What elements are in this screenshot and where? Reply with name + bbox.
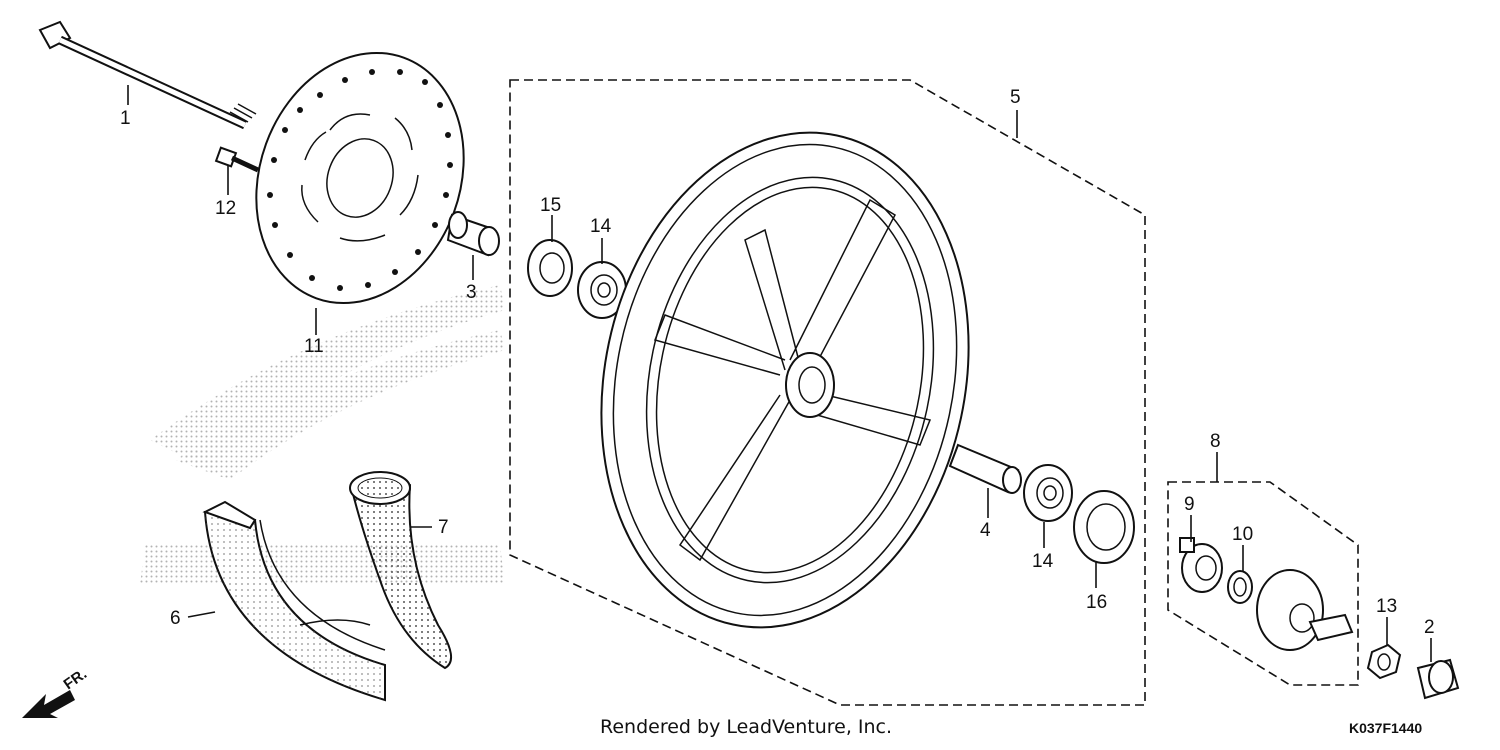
gearbox-assembly-frame [1167, 481, 1359, 686]
retainer-part-9 [1179, 537, 1223, 593]
seal-part-15 [527, 239, 573, 297]
nut-part-13 [1366, 643, 1402, 680]
callout-15: 15 [540, 195, 561, 216]
diagram-code: K037F1440 [1349, 720, 1422, 736]
seal-part-16 [1073, 490, 1135, 564]
callout-7: 7 [438, 517, 449, 538]
front-direction-label: FR. [61, 665, 91, 693]
callout-12: 12 [215, 198, 236, 219]
render-credit: Rendered by LeadVenture, Inc. [600, 716, 892, 738]
callout-10: 10 [1232, 524, 1253, 545]
washer-part-10 [1227, 570, 1253, 604]
callout-14-lower: 14 [1032, 551, 1054, 572]
collar-part-3 [446, 211, 500, 257]
wheel-part-5 [600, 131, 970, 629]
callout-5: 5 [1010, 87, 1021, 108]
callout-16: 16 [1086, 592, 1107, 613]
brake-disc-part-11 [255, 51, 465, 305]
leader-lines [127, 85, 1432, 662]
callout-8: 8 [1210, 431, 1221, 452]
tube-part-7 [349, 471, 453, 670]
bolt-part-12 [214, 146, 260, 173]
gearbox-body [1256, 569, 1354, 651]
tire-part-6 [202, 500, 386, 702]
callout-13: 13 [1376, 596, 1397, 617]
watermark-logo [140, 285, 505, 585]
wheel-assembly-frame [509, 79, 1146, 706]
front-direction-arrow: FR. [22, 665, 90, 718]
cap-part-2 [1416, 658, 1460, 700]
callout-4: 4 [980, 520, 991, 541]
callout-14-upper: 14 [590, 216, 612, 237]
callout-2: 2 [1424, 617, 1435, 638]
callout-3: 3 [466, 282, 477, 303]
axle-part-1 [38, 20, 257, 130]
callout-1: 1 [120, 108, 131, 129]
callout-9: 9 [1184, 494, 1195, 515]
callout-11: 11 [304, 336, 324, 357]
callout-labels: 1 12 11 3 15 14 5 4 14 16 8 9 10 13 2 7 … [120, 87, 1435, 638]
bearing-part-14-lower [1023, 464, 1073, 522]
spacer-part-4 [948, 443, 1022, 494]
callout-6: 6 [170, 608, 181, 629]
